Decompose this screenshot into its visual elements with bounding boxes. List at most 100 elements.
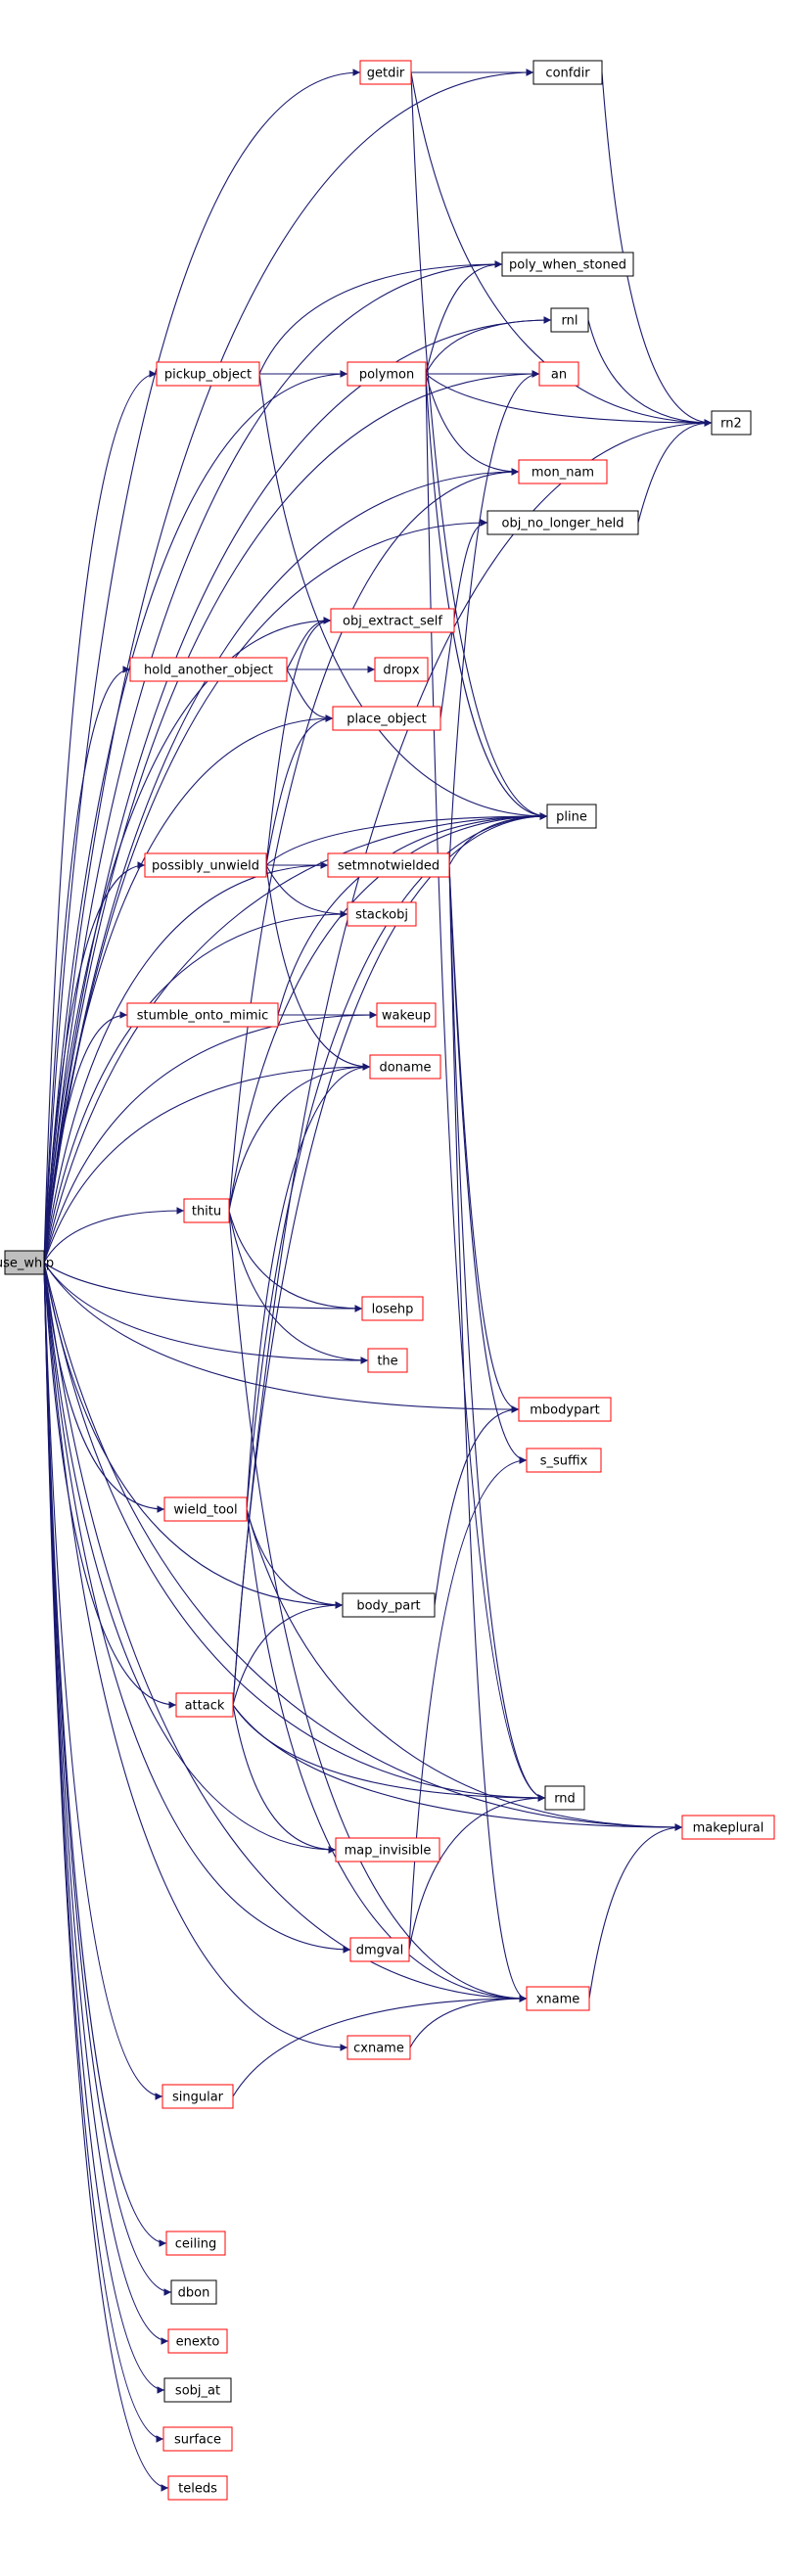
node-map_invisible[interactable]: map_invisible xyxy=(335,1837,440,1863)
node-s_suffix[interactable]: s_suffix xyxy=(526,1448,602,1473)
edge-use_whip-to-poly_when_stoned xyxy=(43,260,503,1264)
node-possibly_unwield[interactable]: possibly_unwield xyxy=(144,852,267,878)
node-singular[interactable]: singular xyxy=(162,2084,234,2109)
edge-wield_tool-to-doname xyxy=(246,1063,371,1510)
edge-use_whip-to-possibly_unwield xyxy=(43,861,146,1264)
node-label-attack: attack xyxy=(185,1699,225,1714)
edge-use_whip-to-enexto xyxy=(43,1262,169,2345)
edge-attack-to-rnd xyxy=(232,1704,546,1802)
edge-use_whip-to-wield_tool xyxy=(43,1262,165,1513)
node-label-thitu: thitu xyxy=(192,1205,221,1219)
edge-dmgval-to-s_suffix xyxy=(408,1456,528,1951)
edge-xname-to-makeplural xyxy=(588,1823,683,2000)
edge-confdir-to-rn2 xyxy=(601,71,713,427)
node-doname[interactable]: doname xyxy=(369,1054,441,1080)
node-dbon[interactable]: dbon xyxy=(170,2279,217,2305)
node-box-rnl xyxy=(550,307,589,333)
node-label-body_part: body_part xyxy=(356,1599,420,1614)
node-setmnotwielded[interactable]: setmnotwielded xyxy=(327,852,450,878)
node-makeplural[interactable]: makeplural xyxy=(681,1815,775,1840)
node-box-surface xyxy=(162,2426,233,2452)
node-use_whip[interactable]: use_whip xyxy=(0,1250,54,1275)
node-getdir[interactable]: getdir xyxy=(359,60,412,85)
node-stumble_onto_mimic[interactable]: stumble_onto_mimic xyxy=(126,1002,279,1028)
node-box-obj_no_longer_held xyxy=(486,510,639,535)
edge-wield_tool-to-xname xyxy=(246,1508,528,2002)
node-sobj_at[interactable]: sobj_at xyxy=(163,2377,232,2403)
node-enexto[interactable]: enexto xyxy=(167,2328,228,2354)
edge-use_whip-to-losehp xyxy=(43,1262,363,1312)
node-label-obj_extract_self: obj_extract_self xyxy=(343,615,442,629)
edge-use_whip-to-makeplural xyxy=(43,1262,683,1831)
node-label-s_suffix: s_suffix xyxy=(540,1454,588,1469)
edge-cxname-to-xname xyxy=(409,1995,528,2048)
node-thitu[interactable]: thitu xyxy=(183,1198,230,1223)
edge-attack-to-rn2 xyxy=(232,419,713,1706)
node-label-stackobj: stackobj xyxy=(355,908,408,923)
node-xname[interactable]: xname xyxy=(526,1986,590,2011)
edge-polymon-to-rn2 xyxy=(425,373,713,427)
edge-polymon-to-rnl xyxy=(425,316,552,375)
node-hold_another_object[interactable]: hold_another_object xyxy=(129,657,288,682)
node-box-rnd xyxy=(544,1785,585,1811)
node-pline[interactable]: pline xyxy=(546,804,597,829)
node-box-doname xyxy=(369,1054,441,1080)
node-pickup_object[interactable]: pickup_object xyxy=(156,361,260,387)
node-stackobj[interactable]: stackobj xyxy=(347,901,417,927)
edge-place_object-to-obj_no_longer_held xyxy=(439,519,488,719)
node-box-poly_when_stoned xyxy=(501,252,634,277)
node-box-makeplural xyxy=(681,1815,775,1840)
node-box-stumble_onto_mimic xyxy=(126,1002,279,1028)
edge-use_whip-to-dbon xyxy=(43,1262,172,2296)
edge-wield_tool-to-makeplural xyxy=(246,1508,683,1831)
node-wield_tool[interactable]: wield_tool xyxy=(163,1496,248,1522)
node-teleds[interactable]: teleds xyxy=(167,2475,228,2501)
edge-use_whip-to-sobj_at xyxy=(43,1262,165,2394)
node-label-sobj_at: sobj_at xyxy=(175,2384,220,2399)
node-mon_nam[interactable]: mon_nam xyxy=(518,459,608,484)
node-box-rn2 xyxy=(711,410,752,436)
node-box-stackobj xyxy=(347,901,417,927)
node-box-dbon xyxy=(170,2279,217,2305)
node-label-xname: xname xyxy=(536,1993,580,2007)
node-label-rn2: rn2 xyxy=(720,417,742,432)
node-losehp[interactable]: losehp xyxy=(361,1296,424,1321)
node-label-an: an xyxy=(551,368,567,383)
node-mbodypart[interactable]: mbodypart xyxy=(518,1397,612,1422)
node-poly_when_stoned[interactable]: poly_when_stoned xyxy=(501,252,634,277)
node-body_part[interactable]: body_part xyxy=(342,1592,436,1618)
node-rnl[interactable]: rnl xyxy=(550,307,589,333)
node-label-dmgval: dmgval xyxy=(356,1944,403,1958)
node-box-sobj_at xyxy=(163,2377,232,2403)
node-attack[interactable]: attack xyxy=(175,1692,234,1718)
node-dmgval[interactable]: dmgval xyxy=(349,1937,410,1962)
edge-hold_another_object-to-place_object xyxy=(286,668,334,722)
node-an[interactable]: an xyxy=(538,361,579,387)
node-place_object[interactable]: place_object xyxy=(332,706,441,731)
node-surface[interactable]: surface xyxy=(162,2426,233,2452)
edge-use_whip-to-attack xyxy=(43,1262,177,1709)
edge-attack-to-makeplural xyxy=(232,1704,683,1831)
edge-use_whip-to-obj_extract_self xyxy=(43,617,332,1264)
node-obj_extract_self[interactable]: obj_extract_self xyxy=(330,608,455,633)
node-ceiling[interactable]: ceiling xyxy=(165,2231,226,2256)
edge-wield_tool-to-body_part xyxy=(246,1508,344,1609)
edge-hold_another_object-to-obj_extract_self xyxy=(286,617,332,670)
node-polymon[interactable]: polymon xyxy=(347,361,427,387)
edge-use_whip-to-cxname xyxy=(43,1262,348,2051)
node-label-possibly_unwield: possibly_unwield xyxy=(152,859,259,874)
node-rnd[interactable]: rnd xyxy=(544,1785,585,1811)
edge-use_whip-to-obj_no_longer_held xyxy=(43,519,488,1264)
node-obj_no_longer_held[interactable]: obj_no_longer_held xyxy=(486,510,639,535)
node-wakeup[interactable]: wakeup xyxy=(376,1002,437,1028)
node-dropx[interactable]: dropx xyxy=(374,657,429,682)
node-label-dropx: dropx xyxy=(383,664,420,678)
node-label-poly_when_stoned: poly_when_stoned xyxy=(509,258,626,273)
node-rn2[interactable]: rn2 xyxy=(711,410,752,436)
node-confdir[interactable]: confdir xyxy=(532,60,603,85)
node-the[interactable]: the xyxy=(367,1348,408,1373)
edge-use_whip-to-thitu xyxy=(43,1207,185,1264)
node-box-map_invisible xyxy=(335,1837,440,1863)
node-cxname[interactable]: cxname xyxy=(347,2035,411,2060)
node-label-polymon: polymon xyxy=(359,368,414,383)
